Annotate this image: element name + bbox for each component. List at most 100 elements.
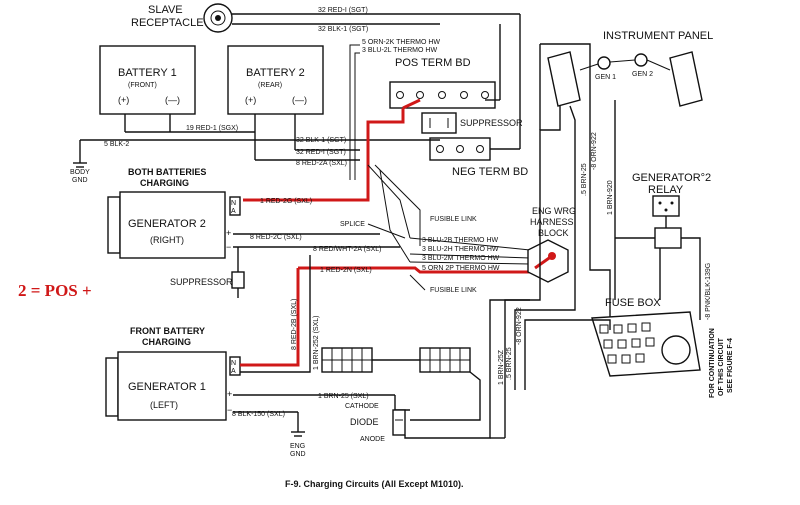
wire-blu2b: 3 BLU-2B THERMO HW (422, 237, 498, 244)
gen2-label: GEN 2 (632, 71, 653, 78)
wire-blk150: 8 BLK-150 (SXL) (232, 411, 285, 418)
g1-minus: − (227, 405, 232, 415)
battery1-sub: (FRONT) (128, 82, 157, 89)
generator1-label: GENERATOR 1 (128, 381, 206, 393)
battery1-plus: (+) (118, 95, 129, 105)
diode-label: DIODE (350, 417, 379, 427)
generator2-relay-2: RELAY (648, 184, 684, 196)
pos-term-bd-label: POS TERM BD (395, 57, 471, 69)
g1-plus: + (227, 389, 232, 399)
wire-brn25z: 1 BRN-25Z (498, 349, 505, 385)
term-n-g1: N (231, 360, 236, 367)
anode-label: ANODE (360, 436, 385, 443)
wire-red2n: 1 RED-2N (SXL) (320, 267, 372, 274)
generator2-label: GENERATOR 2 (128, 218, 206, 230)
wire-orn922b: -8 ORN-922 (516, 307, 523, 345)
fusible-link-label-1: FUSIBLE LINK (430, 216, 477, 223)
wire-orn922a: -8 ORN-922 (591, 132, 598, 170)
relay-connector (654, 227, 682, 249)
wire-blu2l: 3 BLU-2L THERMO HW (362, 47, 437, 54)
battery1-label: BATTERY 1 (118, 67, 177, 79)
battery2-plus: (+) (245, 95, 256, 105)
front-charging-2: CHARGING (142, 337, 191, 347)
eng-wrg-2: HARNESS (530, 217, 574, 227)
splice-label: SPLICE (340, 221, 365, 228)
figure-caption: F-9. Charging Circuits (All Except M1010… (285, 479, 464, 489)
suppressor-label-2: SUPPRESSOR (170, 277, 233, 287)
eng-wrg-3: BLOCK (538, 228, 569, 238)
gen1-label: GEN 1 (595, 74, 616, 81)
wire-brn25b: .5 BRN-25 (506, 347, 513, 380)
battery-2 (227, 45, 324, 115)
front-charging-1: FRONT BATTERY (130, 326, 205, 336)
wire-red2b: 8 RED-2B (SXL) (291, 299, 298, 350)
suppressor-small (231, 271, 245, 289)
term-a-g2: A (231, 208, 236, 215)
continuation-2: OF THIS CIRCUIT (718, 337, 725, 396)
both-charging-1: BOTH BATTERIES (128, 167, 206, 177)
battery-1 (99, 45, 196, 115)
battery1-minus: (—) (165, 95, 180, 105)
eng-gnd-2: GND (290, 451, 306, 458)
wire-brn25a: .5 BRN-25 (581, 163, 588, 196)
instrument-connector-2 (669, 51, 703, 107)
wire-orn2k: 5 ORN-2K THERMO HW (362, 39, 440, 46)
fuse-box-label: FUSE BOX (605, 297, 661, 309)
slave-receptacle-label-1: SLAVE (148, 4, 183, 16)
wire-orn2p: 5 ORN 2P THERMO HW (422, 265, 500, 272)
g2-plus: + (226, 228, 231, 238)
wire-red1-sgt-b: 32 RED-I (SGT) (296, 149, 346, 156)
relay-box (652, 195, 680, 217)
battery2-sub: (REAR) (258, 82, 282, 89)
pos-wire-highlight-1 (366, 108, 405, 160)
continuation-1: FOR CONTINUATION (709, 328, 716, 398)
battery2-minus: (—) (292, 95, 307, 105)
both-charging-2: CHARGING (140, 178, 189, 188)
wire-blu2m: 3 BLU-2M THERMO HW (422, 255, 500, 262)
wire-blk1-sgt-b: 32 BLK-1 (SGT) (296, 137, 346, 144)
eng-wrg-1: ENG WRG (532, 206, 576, 216)
gen2-lamp (634, 53, 648, 67)
continuation-3: SEE FIGURE F-4 (727, 338, 734, 393)
wire-red2g: 1 RED-2G (SXL) (260, 198, 312, 205)
pos-term-board (389, 81, 496, 109)
wire-brn920: 1 BRN-920 (607, 180, 614, 215)
wire-blk2: 5 BLK-2 (104, 141, 129, 148)
wire-red2c: 8 RED-2C (SXL) (250, 234, 302, 241)
body-gnd-2: GND (72, 177, 88, 184)
wire-redwht2a: 8 RED/WHT-2A (SXL) (313, 246, 381, 253)
generator2-relay-1: GENERATOR°2 (632, 172, 711, 184)
wire-pnk139: -8 PNK/BLK-139G (705, 263, 712, 320)
pos-wire-highlight-2 (243, 160, 370, 202)
fusible-link-label-2: FUSIBLE LINK (430, 287, 477, 294)
generator2-sub: (RIGHT) (150, 235, 184, 245)
slave-receptacle-label-2: RECEPTACLE (131, 17, 204, 29)
diode (392, 409, 406, 436)
neg-term-board (429, 137, 491, 161)
generator1-sub: (LEFT) (150, 400, 178, 410)
pos-wire-highlight-3 (298, 266, 530, 274)
wire-red1-sgx: 19 RED-1 (SGX) (186, 125, 238, 132)
pos-annotation: 2 = POS + (18, 281, 92, 300)
g2-minus: − (226, 242, 231, 252)
instrument-panel-label: INSTRUMENT PANEL (603, 30, 713, 42)
wire-red2a: 8 RED-2A (SXL) (296, 160, 347, 167)
eng-gnd-1: ENG (290, 443, 305, 450)
wire-red1-sgt: 32 RED-I (SGT) (318, 7, 368, 14)
gen1-lamp (597, 56, 611, 70)
term-n-g2: N (231, 200, 236, 207)
generator-2 (119, 191, 226, 259)
wire-brn25l: 1 BRN-25 (SXL) (318, 393, 369, 400)
wire-blu2h: 3 BLU-2H THERMO HW (422, 246, 499, 253)
eng-harness-block (527, 239, 569, 283)
wire-blk1-sgt: 32 BLK-1 (SGT) (318, 26, 368, 33)
term-a-g1: A (231, 368, 236, 375)
suppressor-box (421, 112, 457, 134)
battery2-label: BATTERY 2 (246, 67, 305, 79)
cathode-label: CATHODE (345, 403, 379, 410)
neg-term-bd-label: NEG TERM BD (452, 166, 528, 178)
body-gnd-1: BODY (70, 169, 90, 176)
instrument-connector-1 (547, 51, 581, 107)
wire-brn252: 1 BRN-252 (SXL) (313, 316, 320, 370)
